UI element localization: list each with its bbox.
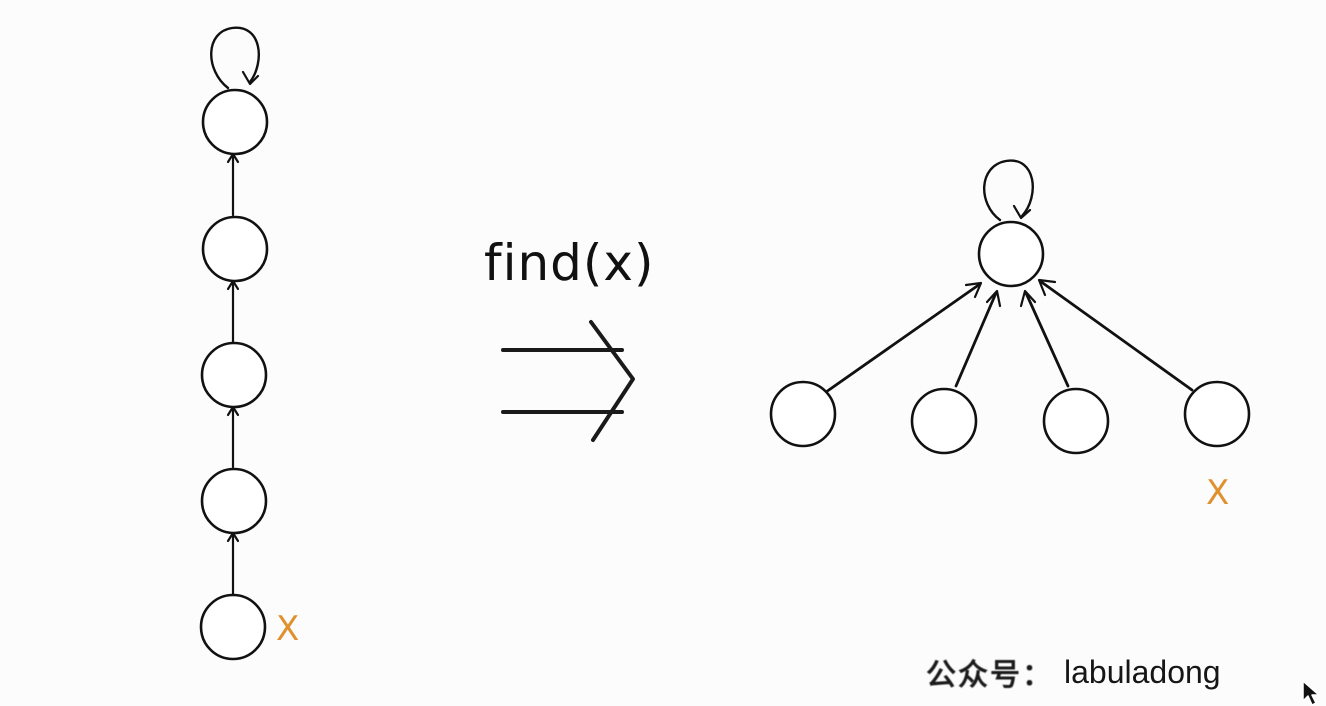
before-node-3 [200,341,268,409]
after-target-label: X [1206,473,1229,513]
before-node-2 [201,215,269,283]
after-tree: X [769,159,1251,513]
before-node-root [201,88,269,156]
before-edge-4 [226,531,240,596]
before-root-self-loop-arrowhead [241,70,260,86]
after-edge-3 [1019,289,1070,388]
after-leaf-3 [1042,387,1110,455]
before-root-self-loop [210,26,260,90]
after-edge-2 [954,289,1002,388]
before-node-4 [200,467,268,535]
after-edge-1 [824,281,983,394]
before-edge-2 [226,279,240,344]
before-edge-1 [226,152,240,217]
mouse-pointer-icon [1302,680,1320,706]
implies-arrow-icon [501,320,635,442]
after-leaf-1 [769,380,837,448]
watermark: 公众号： labuladong [926,652,1221,694]
after-leaf-x [1183,380,1251,448]
after-root-self-loop-arrowhead [1012,204,1032,220]
operation-label: find(x) [484,234,655,292]
watermark-seal: 公众号： [926,658,1054,693]
watermark-name: labuladong [1064,653,1221,690]
before-chain: X [199,26,299,661]
after-root-self-loop [983,159,1034,222]
transform: find(x) [484,234,655,442]
after-node-root [977,220,1045,288]
before-edge-3 [226,405,240,469]
after-leaf-2 [910,387,978,455]
before-node-x [199,593,267,661]
before-target-label: X [276,609,299,649]
after-edge-4 [1037,278,1194,392]
